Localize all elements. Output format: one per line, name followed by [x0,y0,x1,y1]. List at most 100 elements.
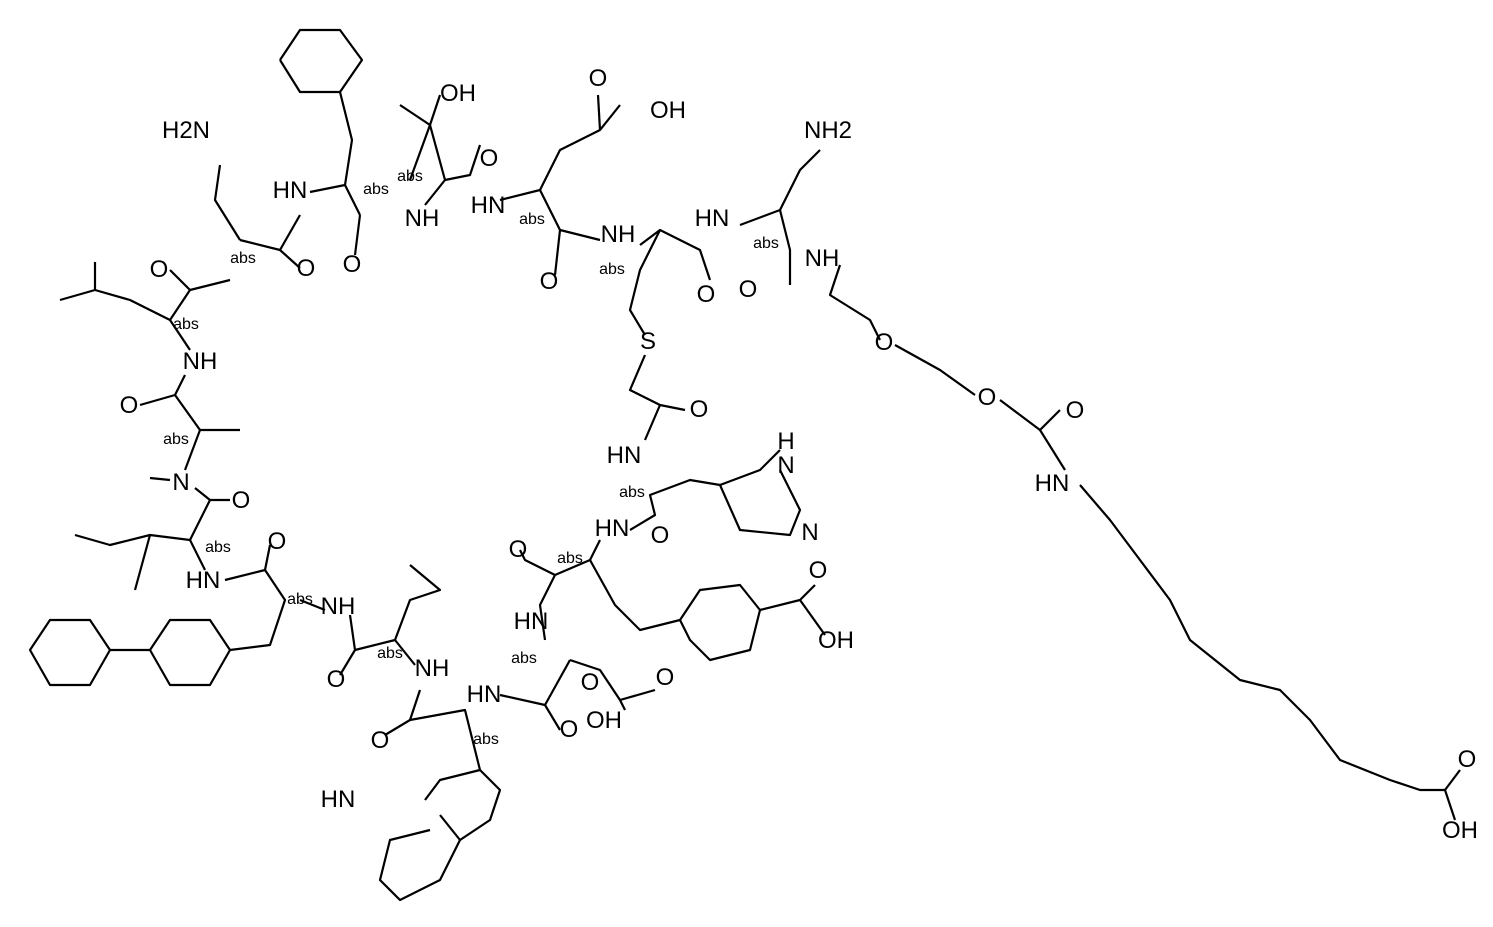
atom-label: O [120,392,139,419]
bond [540,190,600,240]
atom-label: O [1458,746,1477,773]
atom-label: OH [1442,817,1478,844]
atom-label: HN [595,515,630,542]
atom-label: O [509,536,528,563]
bond [230,570,285,650]
bond [60,280,230,320]
atom-label: O [978,384,997,411]
bond [1040,430,1065,470]
stereo-abs-label: abs [619,484,645,501]
atom-label: NH [321,593,356,620]
atom-label: O [297,255,316,282]
atom-label: O [589,65,608,92]
stereo-abs-label: abs [173,316,199,333]
stereo-abs-label: abs [287,591,313,608]
atom-label: O [809,557,828,584]
bond [895,345,975,395]
atom-label: O [150,256,169,283]
bond [598,95,600,130]
atom-label: NH [405,205,440,232]
stereo-abs-label: abs [205,539,231,556]
atom-label: H2N [162,117,210,144]
atom-label: N [172,469,189,496]
atom-label: O [343,251,362,278]
atom-label: HN [467,681,502,708]
bond [385,690,420,735]
atom-label: OH [818,627,854,654]
bond [1445,770,1460,790]
atom-label: OH [650,97,686,124]
atom-label: O [656,664,675,691]
stereo-abs-label: abs [397,168,423,185]
atom-label: O [232,487,251,514]
atom-label: H [777,428,794,455]
bond [760,585,815,610]
atom-label: HN [321,786,356,813]
bond [1080,485,1445,790]
bond [720,450,780,485]
atom-label: NH [805,245,840,272]
stereo-abs-label: abs [163,431,189,448]
atom-label: NH2 [804,117,852,144]
atom-label: HN [514,608,549,635]
atom-label: O [371,727,390,754]
atom-label: HN [607,442,642,469]
atom-label: N [801,519,818,546]
bond [400,95,440,125]
atom-label: O [540,268,559,295]
bond [430,125,480,180]
bond [500,695,560,730]
bond [630,355,685,410]
bond [75,500,210,545]
atom-label: O [327,666,346,693]
stereo-abs-label: abs [511,650,537,667]
bond [545,660,570,705]
bond [340,92,360,215]
atom-label: N [777,452,794,479]
bond [440,770,500,840]
bond [195,488,230,500]
atom-label: HN [1035,470,1070,497]
atom-label: O [1066,397,1085,424]
atom-label: O [690,396,709,423]
bond [620,690,655,700]
stereo-abs-label: abs [753,235,779,252]
bond [175,395,240,430]
atom-label: HN [273,177,308,204]
bond [425,180,445,205]
bond [225,545,270,580]
bond [310,185,345,192]
atom-label: O [875,329,894,356]
bond [780,210,790,285]
atom-label: O [480,145,499,172]
atom-label: OH [586,707,622,734]
atom-label: O [697,281,716,308]
bond [150,478,170,480]
stereo-abs-label: abs [363,181,389,198]
atom-label: OH [440,80,476,107]
stereo-abs-label: abs [599,261,625,278]
bond [410,710,480,800]
bond [150,620,230,685]
bond [355,565,440,650]
stereo-abs-label: abs [519,211,545,228]
atom-label: HN [695,205,730,232]
bond [645,405,660,440]
bond [1445,790,1455,820]
bond [240,215,300,250]
atom-labels: OHOOHH2NNH2HNNHHNNHHNNHOOOOOOONHOONOHNON… [120,65,1478,844]
atom-label: S [640,328,656,355]
atom-label: O [581,669,600,696]
stereo-abs-label: abs [230,250,256,267]
atom-label: O [651,522,670,549]
atom-label: NH [601,221,636,248]
bond [500,105,620,200]
stereo-abs-label: abs [557,550,583,567]
bond [830,265,880,340]
bond [590,560,760,660]
stereo-abs-label: abs [377,645,403,662]
bond [30,620,110,685]
atom-label: O [739,276,758,303]
